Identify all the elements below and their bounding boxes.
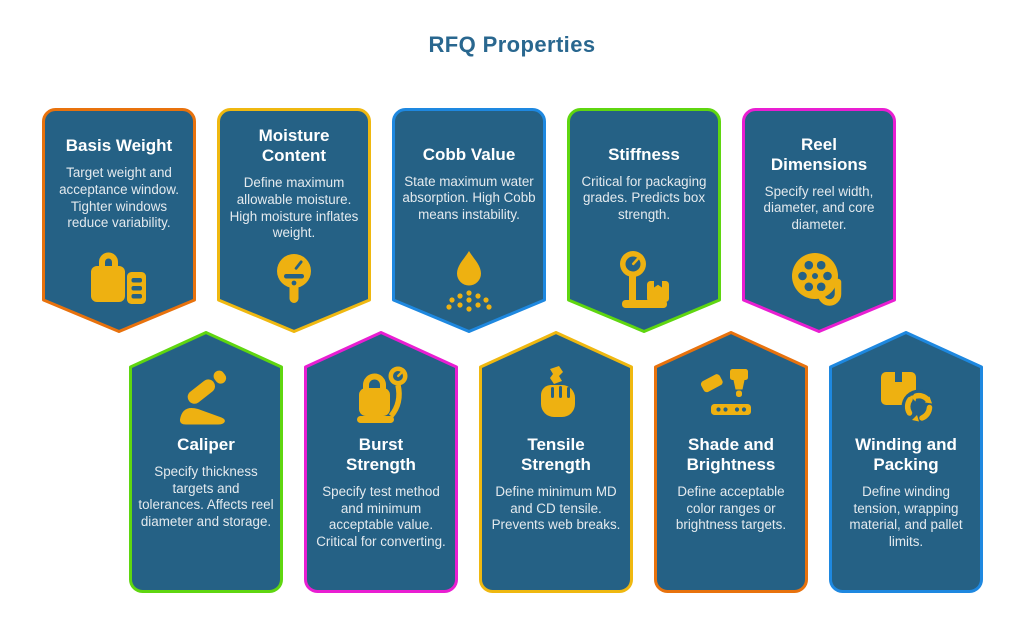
card-description: Define minimum MD and CD tensile. Preven… — [491, 484, 621, 533]
card-cobb-value: Cobb Value State maximum water absorptio… — [392, 108, 546, 333]
card-title: Tensile Strength — [521, 435, 591, 475]
card-basis-weight: Basis Weight Target weight and acceptanc… — [42, 108, 196, 333]
card-title: Stiffness — [608, 144, 680, 164]
card-title: Moisture Content — [258, 126, 330, 166]
card-description: Define winding tension, wrapping materia… — [849, 484, 963, 549]
moisture-meter-icon — [262, 248, 326, 312]
card-shade-brightness: Shade and Brightness Define acceptable c… — [654, 331, 808, 593]
card-description: Specify test method and minimum acceptab… — [316, 484, 446, 549]
card-title: Basis Weight — [65, 136, 173, 156]
card-tensile-strength: Tensile Strength Define minimum MD and C… — [479, 331, 633, 593]
scale-box-icon — [612, 248, 676, 312]
banner-shape — [829, 331, 983, 593]
banner-shape — [654, 331, 808, 593]
card-description: Define acceptable color ranges or bright… — [675, 484, 787, 533]
marker-icon — [174, 363, 238, 427]
card-description: Critical for packaging grades. Predicts … — [581, 173, 707, 222]
card-reel-dimensions: Reel Dimensions Specify reel width, diam… — [742, 108, 896, 333]
clipboard-list-icon — [87, 248, 151, 312]
banner-shape — [567, 108, 721, 333]
reel-hook-icon — [787, 248, 851, 312]
card-caliper: Caliper Specify thickness targets and to… — [129, 331, 283, 593]
banner-shape — [217, 108, 371, 333]
card-title: Shade and Brightness — [686, 435, 776, 475]
card-title: Caliper — [177, 435, 235, 454]
page-title: RFQ Properties — [428, 32, 596, 57]
card-title: Winding and Packing — [855, 435, 957, 475]
card-title: Reel Dimensions — [770, 134, 868, 174]
banner-shape — [479, 331, 633, 593]
pressure-gauge-icon — [349, 363, 413, 427]
card-description: Specify reel width, diameter, and core d… — [763, 183, 875, 232]
card-title: Burst Strength — [346, 435, 416, 475]
banner-shape — [742, 108, 896, 333]
spray-gun-icon — [699, 363, 763, 427]
banner-shape — [304, 331, 458, 593]
card-description: Define maximum allowable moisture. High … — [229, 175, 359, 241]
card-moisture-content: Moisture Content Define maximum allowabl… — [217, 108, 371, 333]
card-title: Cobb Value — [422, 144, 516, 164]
card-description: Target weight and acceptance window. Tig… — [59, 165, 179, 231]
card-winding-packing: Winding and Packing Define winding tensi… — [829, 331, 983, 593]
card-stiffness: Stiffness Critical for packaging grades.… — [567, 108, 721, 333]
banner-shape — [42, 108, 196, 333]
banner-shape — [129, 331, 283, 593]
box-recycle-icon — [874, 363, 938, 427]
card-description: Specify thickness targets and tolerances… — [138, 464, 274, 529]
card-burst-strength: Burst Strength Specify test method and m… — [304, 331, 458, 593]
banner-shape — [392, 108, 546, 333]
card-description: State maximum water absorption. High Cob… — [402, 173, 536, 222]
fist-icon — [524, 363, 588, 427]
water-spray-icon — [437, 248, 501, 312]
